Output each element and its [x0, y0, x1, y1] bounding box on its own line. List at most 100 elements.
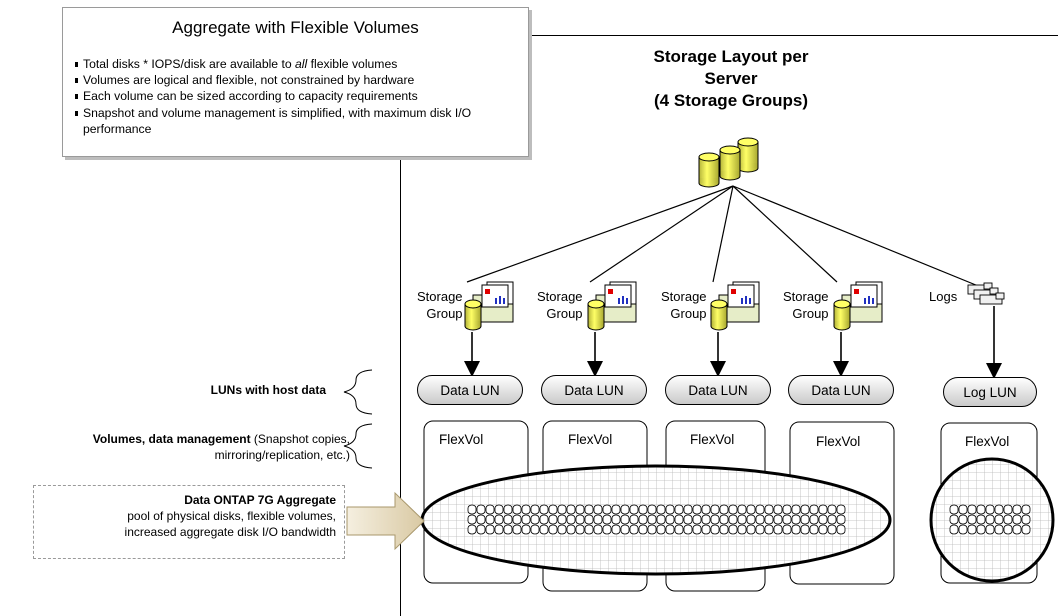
server-disks-icon [698, 137, 759, 188]
disk-icon [728, 524, 738, 535]
disk-icon [737, 504, 747, 515]
disk-icon [800, 504, 810, 515]
disk-icon [818, 504, 828, 515]
disk-icon [985, 524, 995, 535]
volumes-management-label: Volumes, data management (Snapshot copie… [92, 432, 350, 462]
disk-icon [557, 524, 567, 535]
disk-icon [512, 524, 522, 535]
disk-icon [467, 514, 477, 525]
disk-icon [539, 514, 549, 525]
disk-icon [602, 514, 612, 525]
disk-icon [976, 504, 986, 515]
disk-icon [575, 504, 585, 515]
storage-group-icon [464, 281, 514, 331]
aggregate-arrow-icon [346, 491, 425, 551]
data-lun: Data LUN [665, 375, 771, 405]
disk-icon [967, 524, 977, 535]
disk-icon [764, 504, 774, 515]
disk-icon [611, 524, 621, 535]
disk-icon [782, 514, 792, 525]
disk-cylinder-icon [698, 152, 720, 188]
disk-icon [764, 524, 774, 535]
disk-icon [782, 504, 792, 515]
disk-icon [764, 514, 774, 525]
data-lun: Data LUN [541, 375, 647, 405]
disk-icon [755, 514, 765, 525]
disk-icon [976, 514, 986, 525]
disk-icon [548, 514, 558, 525]
disk-icon [1003, 524, 1013, 535]
disk-icon [665, 514, 675, 525]
disk-icon [530, 514, 540, 525]
disk-icon [827, 524, 837, 535]
disk-icon [485, 514, 495, 525]
luns-host-data-label: LUNs with host data [210, 383, 326, 397]
disk-icon [656, 504, 666, 515]
disk-icon [629, 504, 639, 515]
disk-icon [1021, 504, 1031, 515]
disk-icon [710, 524, 720, 535]
disk-icon [530, 524, 540, 535]
disk-icon [728, 514, 738, 525]
disk-icon [566, 514, 576, 525]
flexvol-label: FlexVol [439, 432, 484, 447]
disk-icon [521, 504, 531, 515]
disk-icon [1003, 514, 1013, 525]
disk-icon [611, 504, 621, 515]
disk-icon [593, 504, 603, 515]
disk-icon [737, 514, 747, 525]
disk-icon [692, 514, 702, 525]
layout-title-line: Server [704, 69, 758, 88]
flexvol-label: FlexVol [965, 434, 1010, 449]
disk-icon [827, 514, 837, 525]
disk-icon [521, 524, 531, 535]
disk-icon [521, 514, 531, 525]
disk-icon [1021, 514, 1031, 525]
disk-icon [683, 524, 693, 535]
disk-cylinder-icon [719, 145, 741, 181]
disk-icon [539, 504, 549, 515]
disk-icon [985, 514, 995, 525]
disk-icon [701, 504, 711, 515]
disk-icon [503, 524, 513, 535]
disk-icon [746, 524, 756, 535]
disk-icon [719, 504, 729, 515]
disk-icon [719, 524, 729, 535]
callout-bullet: Total disks * IOPS/disk are available to… [75, 56, 525, 72]
disk-icon [836, 514, 846, 525]
disk-icon [629, 524, 639, 535]
disk-icon [719, 514, 729, 525]
connector-line [589, 185, 734, 283]
disk-icon [674, 504, 684, 515]
disk-icon [683, 504, 693, 515]
disk-icon [809, 514, 819, 525]
disk-icon [755, 524, 765, 535]
disk-icon [800, 514, 810, 525]
disk-icon [1021, 524, 1031, 535]
callout-bullets: Total disks * IOPS/disk are available to… [75, 56, 525, 137]
disk-icon [994, 514, 1004, 525]
disk-icon [665, 504, 675, 515]
diagram-canvas [343, 137, 1055, 592]
disk-icon [584, 514, 594, 525]
flexvol-label: FlexVol [816, 434, 861, 449]
logs-icon [967, 282, 1005, 305]
disk-icon [782, 524, 792, 535]
flexvol-label: FlexVol [690, 432, 735, 447]
storage-group-icon [833, 281, 883, 331]
disk-icon [818, 514, 828, 525]
storage-group-icon [587, 281, 637, 331]
disk-icon [710, 504, 720, 515]
disk-icon [476, 524, 486, 535]
disk-icon [503, 504, 513, 515]
storage-group-icon [710, 281, 760, 331]
disk-icon [827, 504, 837, 515]
disk-icon [575, 514, 585, 525]
luns-brace [343, 369, 373, 415]
disk-icon [994, 524, 1004, 535]
data-lun: Data LUN [788, 375, 894, 405]
disk-icon [809, 504, 819, 515]
